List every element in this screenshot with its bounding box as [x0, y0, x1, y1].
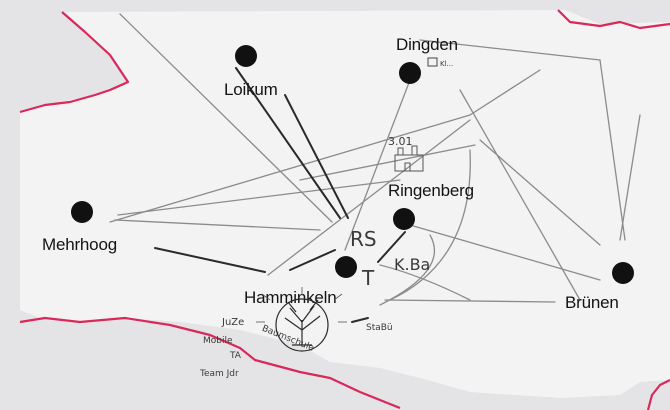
- date-note: 3.01: [388, 135, 413, 148]
- border-line-south: [19, 316, 401, 410]
- tree-rays: [256, 287, 347, 323]
- note-box: [427, 57, 438, 67]
- annotation-juze: JuZe: [221, 317, 244, 328]
- annotation-mobile: Mobile: [203, 336, 233, 346]
- town-dot-ringenberg: [393, 208, 415, 230]
- town-dot-hamminkeln: [335, 256, 357, 278]
- town-label-mehrhoog: Mehrhoog: [42, 235, 117, 254]
- town-label-dingden: Dingden: [396, 35, 458, 54]
- dingden-note: Kl...: [440, 60, 453, 68]
- town-dot-mehrhoog: [71, 201, 93, 223]
- town-label-loikum: Loikum: [224, 80, 278, 99]
- annotation-stabu: StaBü: [366, 323, 393, 333]
- annotation-t: T: [361, 266, 375, 290]
- castle-sketch-icon: [394, 145, 424, 172]
- border-line-northeast: [557, 9, 670, 30]
- town-dot-loikum: [235, 45, 257, 67]
- marker-arrows: [154, 67, 406, 323]
- tree-sketch-icon: [275, 298, 329, 352]
- town-label-brunen: Brünen: [565, 293, 619, 312]
- pencil-connections: [109, 13, 641, 306]
- annotation-rs: RS: [350, 227, 377, 251]
- town-label-ringenberg: Ringenberg: [388, 181, 474, 200]
- annotation-ta: TA: [229, 351, 242, 361]
- border-line-northwest: [19, 11, 130, 114]
- annotation-team: Team Jdr: [199, 369, 239, 379]
- town-dot-brunen: [612, 262, 634, 284]
- border-line-southeast: [646, 379, 670, 410]
- town-dot-dingden: [399, 62, 421, 84]
- annotation-kba: K.Ba: [394, 255, 430, 274]
